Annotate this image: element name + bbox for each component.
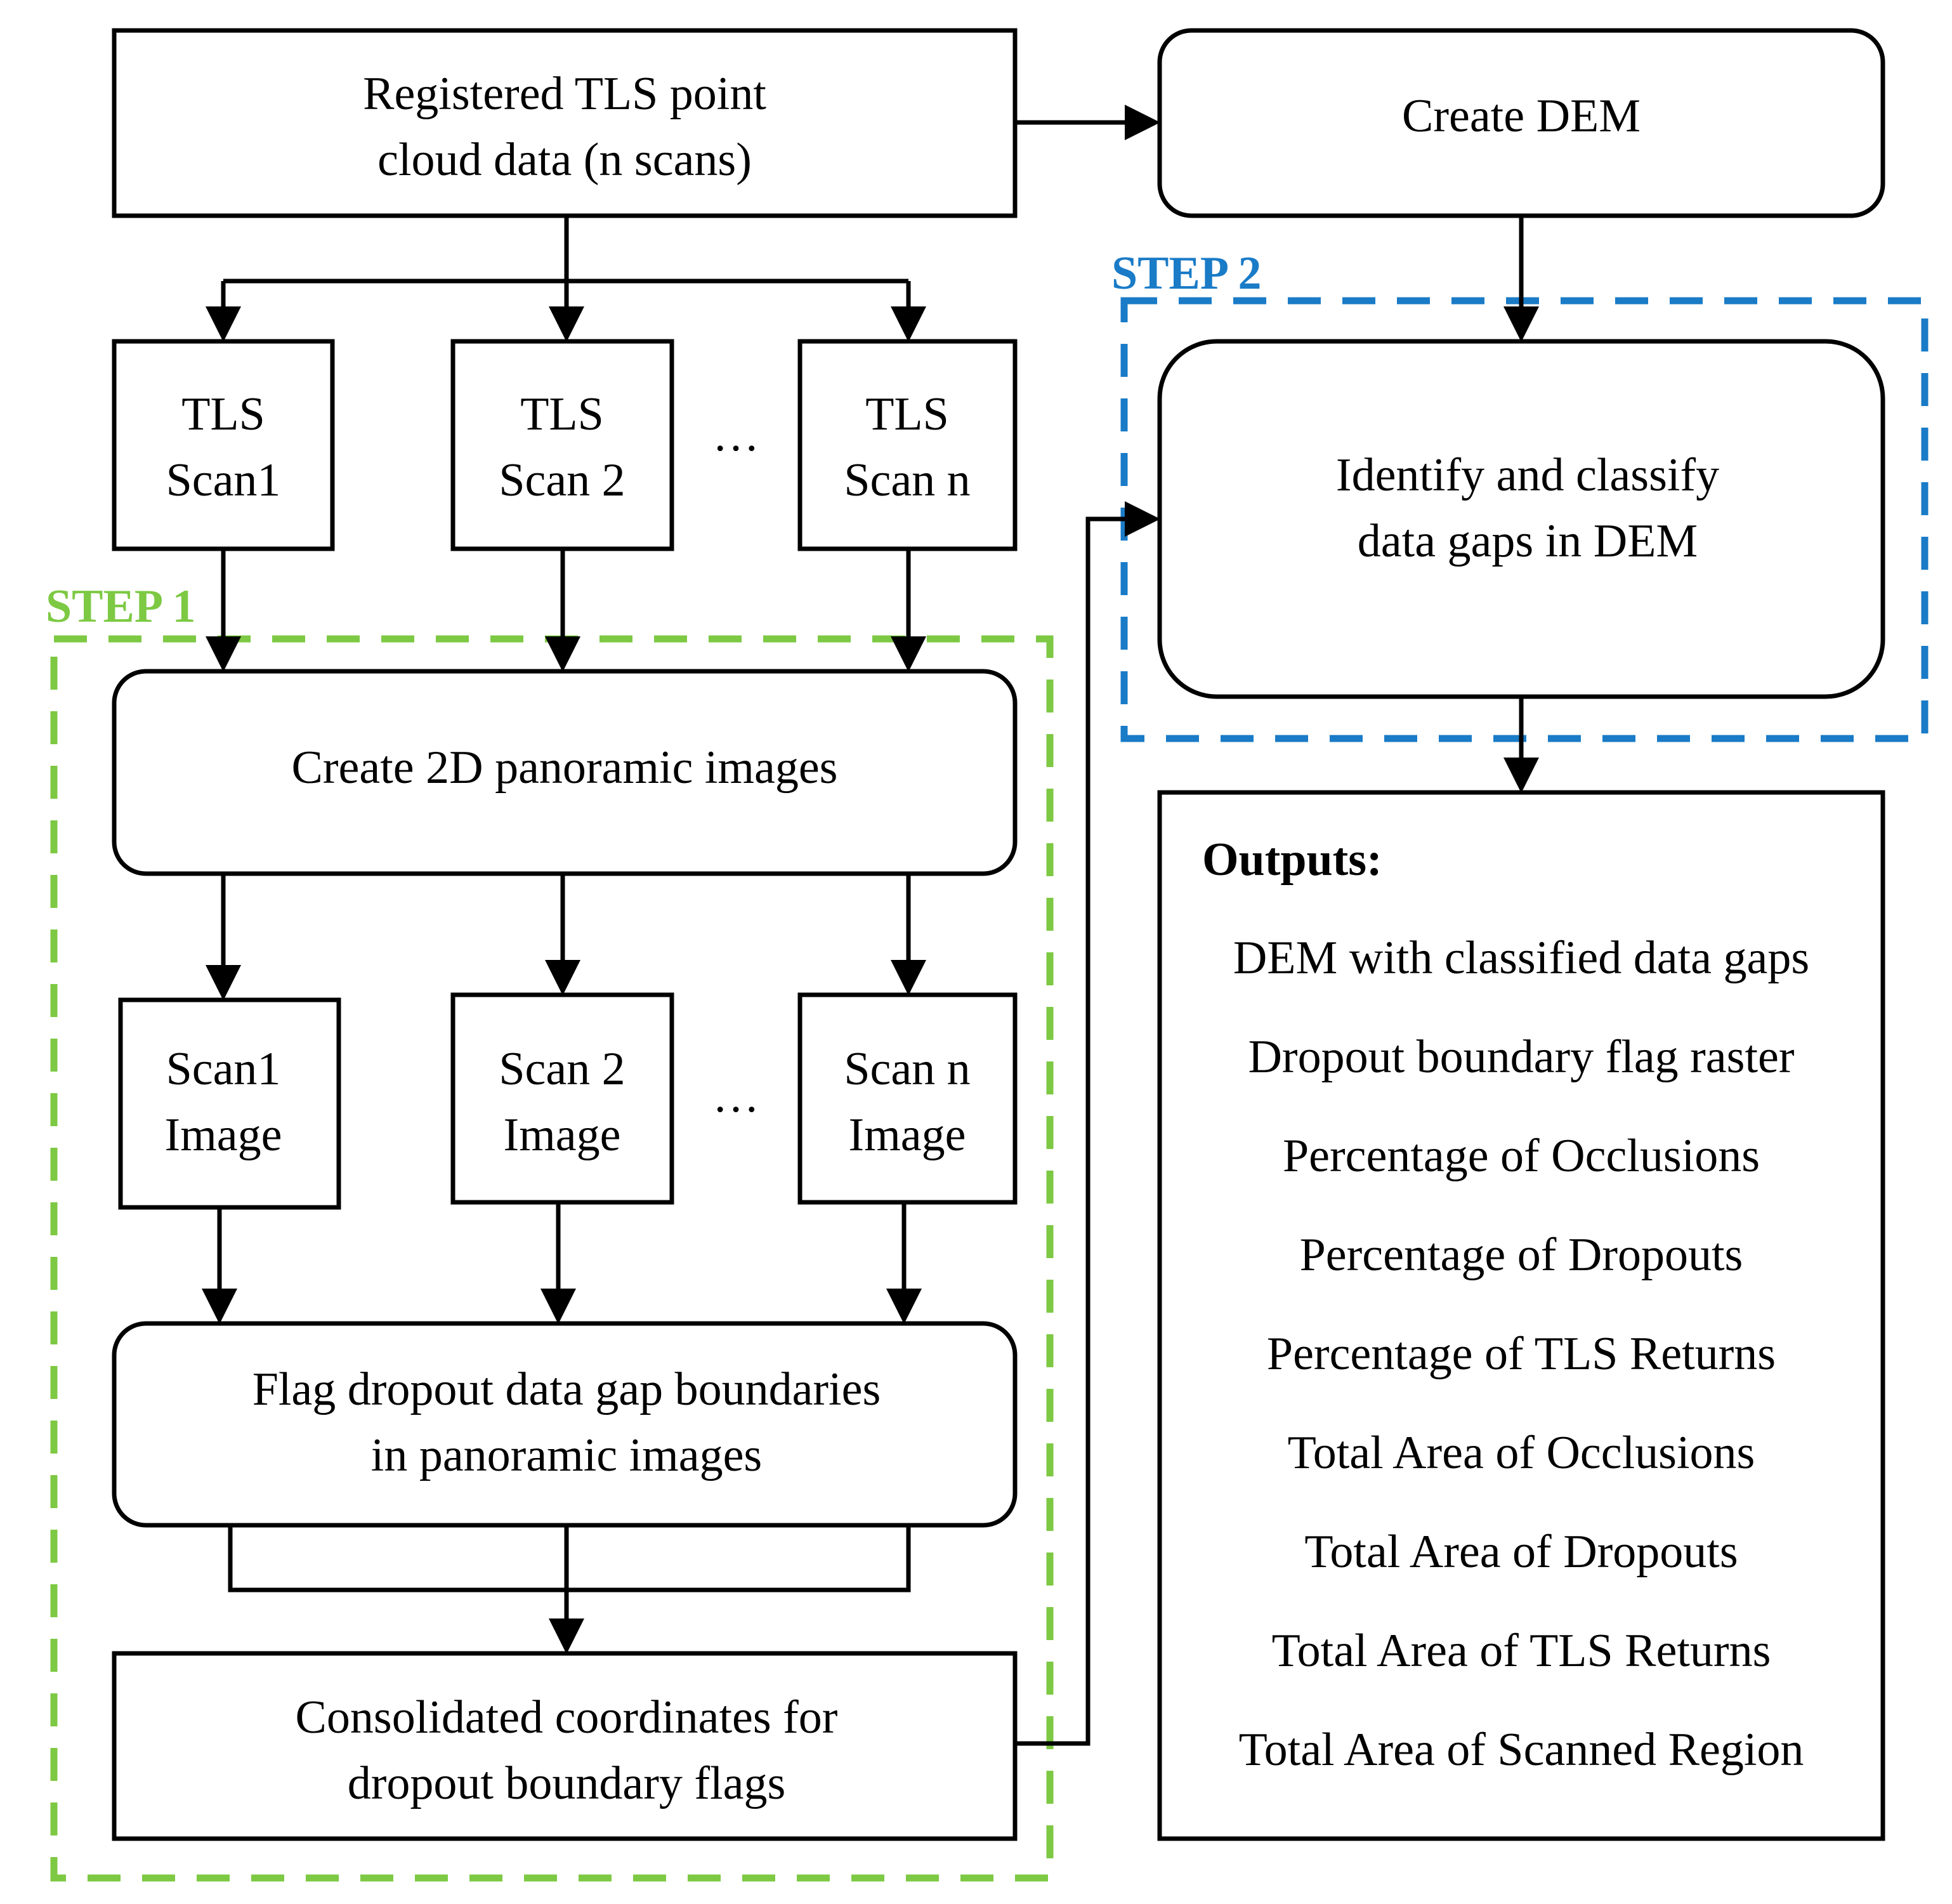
node-registered-line2: cloud data (n scans) <box>377 134 752 186</box>
node-registered-point-cloud: Registered TLS point cloud data (n scans… <box>112 28 1018 218</box>
node-tls-scann-line1: TLS <box>865 388 949 440</box>
node-tls-scan2-line2: Scan 2 <box>499 454 625 506</box>
node-scan2-image-line1: Scan 2 <box>499 1043 625 1095</box>
node-create-dem: Create DEM <box>1157 28 1885 218</box>
node-tls-scan1-line2: Scan1 <box>166 454 281 506</box>
node-tls-scan2: TLS Scan 2 <box>450 339 674 551</box>
output-item: Dropout boundary flag raster <box>1248 1031 1794 1083</box>
output-item: Total Area of Dropouts <box>1304 1526 1738 1578</box>
node-tls-scann-line2: Scan n <box>844 454 970 506</box>
node-registered-line1: Registered TLS point <box>363 68 766 120</box>
node-tls-scan2-line1: TLS <box>520 388 604 440</box>
node-scan1-image-line1: Scan1 <box>166 1043 281 1095</box>
scan-ellipsis: … <box>712 409 759 461</box>
output-item: Total Area of TLS Returns <box>1272 1625 1771 1677</box>
edge-flag-collector <box>228 1525 911 1592</box>
edges <box>202 105 1539 1746</box>
output-item: Percentage of TLS Returns <box>1267 1328 1776 1380</box>
output-item: Total Area of Scanned Region <box>1239 1724 1804 1776</box>
output-item: DEM with classified data gaps <box>1233 932 1809 984</box>
node-tls-scan1: TLS Scan1 <box>112 339 335 551</box>
image-ellipsis: … <box>712 1070 759 1122</box>
output-item: Percentage of Occlusions <box>1283 1130 1760 1182</box>
node-create-dem-label: Create DEM <box>1402 90 1641 142</box>
outputs-title: Outputs: <box>1202 834 1382 886</box>
node-identify-line2: data gaps in DEM <box>1358 515 1698 567</box>
node-scan2-image: Scan 2 Image <box>450 992 674 1205</box>
node-consolidated-line1: Consolidated coordinates for <box>296 1691 838 1743</box>
node-consolidated-coordinates: Consolidated coordinates for dropout bou… <box>112 1651 1018 1841</box>
node-tls-scann: TLS Scan n <box>797 339 1018 551</box>
node-identify-line1: Identify and classify <box>1336 449 1719 501</box>
node-flag-line2: in panoramic images <box>371 1429 762 1481</box>
output-item: Percentage of Dropouts <box>1300 1229 1743 1281</box>
node-consolidated-line2: dropout boundary flags <box>348 1757 786 1809</box>
node-identify-classify: Identify and classify data gaps in DEM <box>1157 339 1885 699</box>
node-create-2d-panoramic: Create 2D panoramic images <box>112 669 1018 876</box>
node-create-2d-label: Create 2D panoramic images <box>292 742 838 794</box>
node-scan1-image: Scan1 Image <box>118 997 341 1210</box>
node-scann-image-line2: Image <box>849 1109 966 1161</box>
node-scann-image-line1: Scan n <box>844 1043 970 1095</box>
output-item: Total Area of Occlusions <box>1288 1427 1755 1479</box>
node-tls-scan1-line1: TLS <box>181 388 265 440</box>
step1-label: STEP 1 <box>46 581 196 633</box>
node-flag-dropout-boundaries: Flag dropout data gap boundaries in pano… <box>112 1321 1018 1528</box>
node-scan1-image-line2: Image <box>165 1109 282 1161</box>
node-flag-line1: Flag dropout data gap boundaries <box>252 1363 881 1415</box>
edge-consolidated-to-identify <box>1015 501 1160 1746</box>
step2-label: STEP 2 <box>1111 247 1262 299</box>
node-scann-image: Scan n Image <box>797 992 1018 1205</box>
node-scan2-image-line2: Image <box>504 1109 621 1161</box>
node-outputs: Outputs: DEM with classified data gaps D… <box>1157 790 1885 1841</box>
